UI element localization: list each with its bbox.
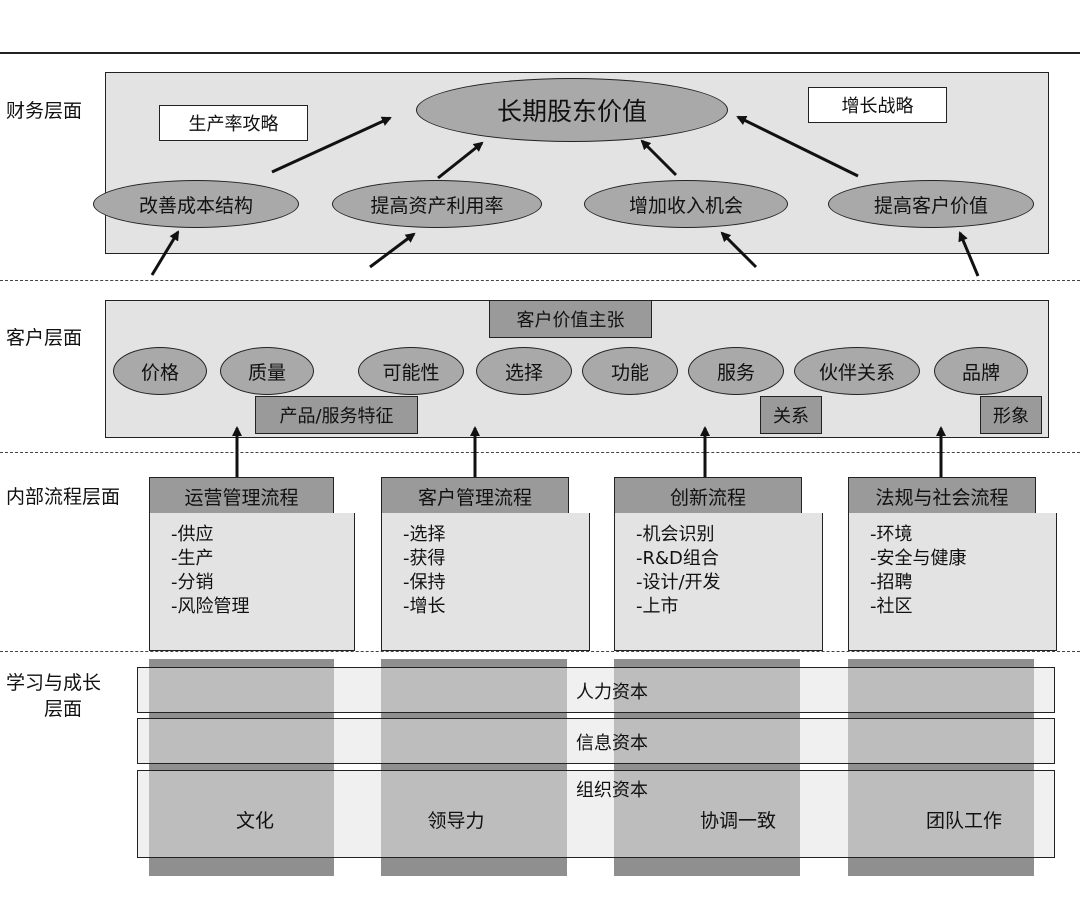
process-item: -上市 [636,596,679,617]
customer-item-quality: 质量 [220,347,314,395]
customer-item-selection: 选择 [476,347,572,395]
row-label-learning-line2: 层面 [44,698,83,720]
row-label-customer: 客户层面 [6,327,83,349]
process-item: -安全与健康 [870,548,967,569]
top-rule [0,52,1080,54]
process-body-operations: -供应 -生产 -分销 -风险管理 [149,513,355,651]
process-item: -社区 [870,596,913,617]
long-term-shareholder-value: 长期股东价值 [416,78,728,142]
growth-strategy-tag: 增长战略 [808,87,947,123]
finance-item-cost-structure: 改善成本结构 [93,180,299,228]
process-item: -获得 [403,548,446,569]
learning-column-label-culture: 文化 [235,810,274,832]
process-item: -机会识别 [636,524,715,545]
learning-column-label-leadership: 领导力 [427,810,485,832]
customer-item-function: 功能 [582,347,678,395]
process-item: -环境 [870,524,913,545]
customer-item-brand: 品牌 [934,347,1028,395]
customer-item-availability: 可能性 [358,347,464,395]
finance-item-revenue-opportunity: 增加收入机会 [584,180,788,228]
process-item: -供应 [171,524,214,545]
productivity-strategy-tag: 生产率攻略 [159,105,308,141]
process-item: -分销 [171,572,214,593]
human-capital-bar [137,667,1055,713]
human-capital-label: 人力资本 [576,682,648,703]
process-body-innovation: -机会识别 -R&D组合 -设计/开发 -上市 [614,513,823,651]
process-body-regulatory-social: -环境 -安全与健康 -招聘 -社区 [848,513,1057,651]
process-header-innovation: 创新流程 [614,477,802,516]
product-service-attributes-tag: 产品/服务特征 [255,396,418,434]
row-label-learning: 学习与成长 层面 [6,670,101,722]
row-label-internal: 内部流程层面 [6,486,121,508]
internal-learning-divider [0,651,1080,652]
image-tag: 形象 [980,396,1042,434]
learning-column-label-alignment: 协调一致 [699,810,776,832]
process-item: -选择 [403,524,446,545]
customer-value-proposition: 客户价值主张 [489,300,652,338]
process-item: -生产 [171,548,214,569]
learning-column-label-teamwork: 团队工作 [925,810,1002,832]
organization-capital-label: 组织资本 [576,780,648,801]
finance-customer-divider [0,280,1080,281]
customer-item-service: 服务 [688,347,784,395]
customer-internal-divider [0,452,1080,453]
finance-item-asset-utilization: 提高资产利用率 [332,180,542,228]
customer-item-price: 价格 [113,347,207,395]
process-item: -风险管理 [171,596,250,617]
process-header-customer-management: 客户管理流程 [381,477,569,516]
customer-item-partnership: 伙伴关系 [794,347,920,395]
row-label-learning-line1: 学习与成长 [6,672,102,694]
process-body-customer-management: -选择 -获得 -保持 -增长 [381,513,590,651]
process-header-operations: 运营管理流程 [149,477,334,516]
information-capital-label: 信息资本 [576,733,648,754]
process-item: -R&D组合 [636,548,719,569]
organization-capital-bar [137,770,1055,858]
process-item: -增长 [403,596,446,617]
relationship-tag: 关系 [760,396,822,434]
process-item: -保持 [403,572,446,593]
process-header-regulatory-social: 法规与社会流程 [848,477,1036,516]
process-item: -招聘 [870,572,913,593]
information-capital-bar [137,718,1055,764]
row-label-finance: 财务层面 [6,100,83,122]
finance-item-customer-value: 提高客户价值 [828,180,1034,228]
process-item: -设计/开发 [636,572,721,593]
